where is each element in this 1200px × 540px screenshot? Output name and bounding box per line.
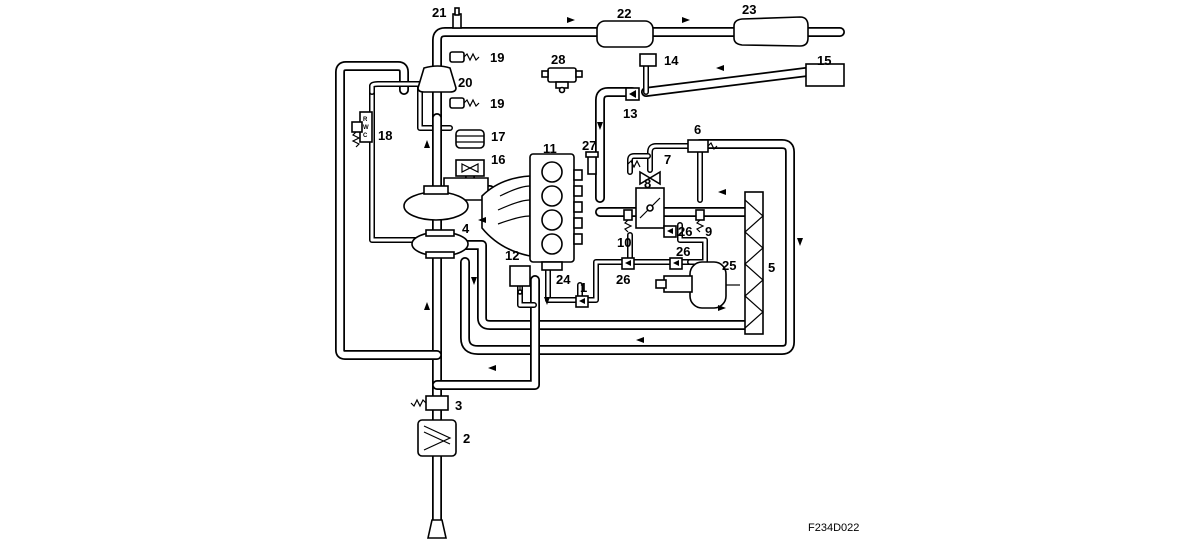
label-19a: 19 <box>490 50 504 65</box>
label-19b: 19 <box>490 96 504 111</box>
arrow-up-icon <box>424 302 430 310</box>
label-7: 7 <box>664 152 671 167</box>
components: R W C <box>351 7 845 457</box>
flow-arrows <box>424 17 803 371</box>
component-23-air-cleaner <box>733 16 809 47</box>
component-28-sensor <box>541 67 583 94</box>
label-20: 20 <box>458 75 472 90</box>
label-6: 6 <box>694 122 701 137</box>
component-25-brake-booster <box>655 261 740 309</box>
component-19b-sensor <box>449 97 480 109</box>
arrow-down-icon <box>471 277 477 285</box>
valve-mark-w: W <box>363 125 369 131</box>
label-14: 14 <box>664 53 679 68</box>
component-7-valve <box>627 159 661 186</box>
component-1-check-valve <box>575 295 589 308</box>
label-25: 25 <box>722 258 736 273</box>
component-17-actuator <box>455 129 485 149</box>
label-8: 8 <box>644 176 651 191</box>
component-26a-check-valve <box>663 225 677 238</box>
component-13-check-valve <box>625 87 640 101</box>
component-26c-check-valve <box>669 257 683 270</box>
label-5: 5 <box>768 260 775 275</box>
arrow-down-icon <box>597 122 603 130</box>
label-17: 17 <box>491 129 505 144</box>
label-22: 22 <box>617 6 631 21</box>
label-26b: 26 <box>616 272 630 287</box>
component-11-engine <box>529 153 583 271</box>
component-19a-sensor <box>449 51 480 63</box>
part-labels: 21 22 23 19 28 14 15 20 19 13 6 18 17 11… <box>378 2 831 446</box>
label-9: 9 <box>705 224 712 239</box>
arrow-right-icon <box>567 17 575 23</box>
label-1: 1 <box>580 280 587 295</box>
label-18: 18 <box>378 128 392 143</box>
label-4: 4 <box>462 221 470 236</box>
label-28: 28 <box>551 52 565 67</box>
pipe-network <box>335 27 845 539</box>
valve-mark-r: R <box>363 117 368 123</box>
label-12: 12 <box>505 248 519 263</box>
label-15: 15 <box>817 53 831 68</box>
arrow-left-icon <box>718 189 726 195</box>
label-13: 13 <box>623 106 637 121</box>
component-26b-check-valve <box>621 257 635 270</box>
component-27-sensor <box>585 151 599 175</box>
label-26a: 26 <box>678 224 692 239</box>
component-4-turbocharger-compressor <box>411 229 469 259</box>
component-14 <box>639 53 657 67</box>
component-8-throttle-body <box>635 187 665 229</box>
label-27: 27 <box>582 138 596 153</box>
label-11: 11 <box>543 141 557 156</box>
component-21-sensor <box>452 7 462 29</box>
component-6 <box>687 139 718 153</box>
turbocharger-turbine <box>403 185 469 221</box>
arrow-up-icon <box>424 140 430 148</box>
arrow-right-icon <box>682 17 690 23</box>
label-16: 16 <box>491 152 505 167</box>
component-22-muffler <box>596 20 654 48</box>
label-2: 2 <box>463 431 470 446</box>
label-24: 24 <box>556 272 571 287</box>
component-20-turbo-housing <box>417 65 457 93</box>
arrow-left-icon <box>636 337 644 343</box>
label-10: 10 <box>617 235 631 250</box>
component-3-sensor <box>410 395 449 411</box>
component-12 <box>509 265 531 295</box>
label-21: 21 <box>432 5 446 20</box>
component-15 <box>805 63 845 87</box>
figure-code: F234D022 <box>808 522 859 534</box>
arrow-left-icon <box>716 65 724 71</box>
component-2-air-filter <box>417 419 457 457</box>
arrow-down-icon <box>544 297 550 305</box>
arrow-right-icon <box>718 305 726 311</box>
label-26c: 26 <box>676 244 690 259</box>
component-18-solenoid-valve: R W C <box>351 111 373 148</box>
arrow-down-icon <box>797 238 803 246</box>
component-16-valve <box>455 159 485 177</box>
component-5-intercooler <box>744 191 764 335</box>
label-23: 23 <box>742 2 756 17</box>
arrow-left-icon <box>478 217 486 223</box>
component-9-sensor <box>695 209 705 233</box>
valve-mark-c: C <box>363 133 368 139</box>
arrow-left-icon <box>488 365 496 371</box>
component-10-sensor <box>623 209 633 233</box>
label-3: 3 <box>455 398 462 413</box>
